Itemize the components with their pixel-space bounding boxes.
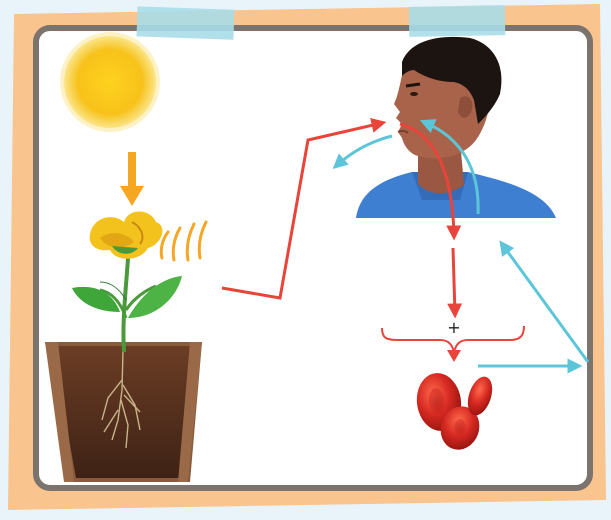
tape-right — [409, 5, 506, 37]
plus-symbol: + — [445, 318, 463, 337]
tape-left — [137, 6, 235, 39]
oxygen-down-arrow — [453, 248, 455, 314]
sun-icon — [60, 32, 160, 132]
